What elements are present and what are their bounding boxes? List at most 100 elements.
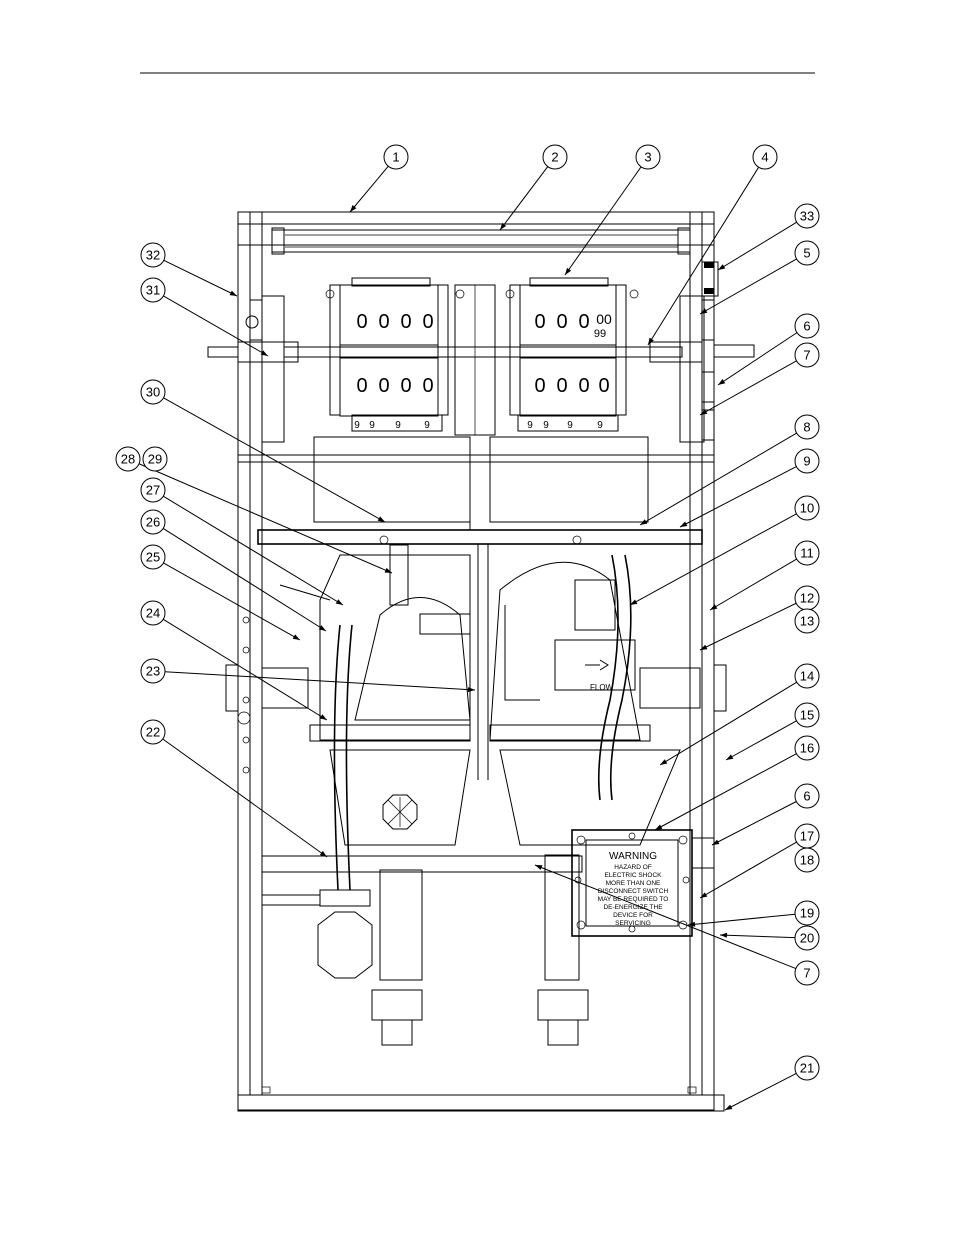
left-meter (309, 544, 471, 846)
digit: 0 (578, 311, 589, 333)
callout-number: 11 (800, 546, 814, 561)
leader-line (162, 738, 328, 858)
callout-number: 26 (146, 515, 160, 530)
digit: 0 (378, 311, 389, 333)
callout-circle (794, 240, 820, 266)
callout-number: 32 (146, 248, 160, 263)
leader-line (679, 466, 797, 528)
callout-circle (794, 925, 820, 951)
left-bracket (207, 295, 299, 443)
pipes (333, 544, 632, 891)
arrowhead (712, 839, 720, 845)
arrowhead (319, 714, 327, 720)
callout-number: 25 (146, 550, 160, 565)
leader-line (138, 463, 393, 574)
warning-line: DEVICE FOR (613, 912, 653, 919)
digit: 0 (422, 311, 433, 333)
callout-number: 14 (800, 669, 814, 684)
callout-number: 5 (803, 246, 810, 261)
digit: 9 (597, 420, 603, 431)
callout-number: 1 (392, 150, 399, 165)
arrowhead (700, 892, 708, 898)
leader-line (709, 558, 797, 611)
callout-number: 6 (803, 789, 810, 804)
arrowhead (630, 599, 638, 605)
callout-number: 29 (148, 452, 162, 467)
callout-circle (794, 960, 820, 986)
callout-number: 15 (800, 708, 814, 723)
warning-line: DISCONNECT SWITCH (598, 888, 669, 895)
arrowhead (335, 599, 343, 605)
callout-number: 7 (803, 966, 810, 981)
leader-line (163, 495, 344, 606)
digit: 0 (400, 311, 411, 333)
arrowhead (384, 567, 392, 573)
arrowhead (535, 865, 543, 870)
arrowhead (292, 634, 300, 640)
arrowhead (726, 754, 734, 760)
leader-line (687, 913, 796, 926)
leader-line (163, 397, 386, 523)
callout-circle (794, 414, 820, 440)
callout-number: 18 (800, 853, 814, 868)
arrowhead (648, 337, 654, 345)
callout-circle (140, 477, 166, 503)
digit: 9 (369, 420, 375, 431)
callout-number: 6 (803, 319, 810, 334)
leader-lines (138, 165, 798, 1111)
callout-circle (794, 847, 820, 873)
warning-heading: WARNING (609, 851, 657, 862)
digit: 9 (354, 420, 360, 431)
callout-number: 27 (146, 483, 160, 498)
leader-line (629, 513, 797, 606)
digit: 0 (534, 375, 545, 397)
arrowhead (680, 521, 688, 527)
callout-number: 13 (800, 614, 814, 629)
arrowhead (565, 267, 572, 275)
arrowhead (229, 290, 237, 296)
warning-line: MAY BE REQUIRED TO (598, 896, 669, 903)
callout-number: 30 (146, 385, 160, 400)
digit: 0 (556, 375, 567, 397)
light-tube (271, 227, 691, 255)
callout-number: 4 (761, 150, 768, 165)
arrowhead (319, 850, 327, 857)
leader-line (699, 602, 797, 651)
callout-circle (142, 446, 168, 472)
arrowhead (725, 1104, 733, 1110)
callout-circle (794, 702, 820, 728)
leader-line (711, 801, 797, 846)
callout-circle (542, 144, 568, 170)
leader-line (725, 720, 797, 761)
callout-circle (794, 735, 820, 761)
leader-line (163, 259, 238, 297)
callout-number: 23 (146, 664, 160, 679)
callout-circle (383, 144, 409, 170)
leader-line (564, 166, 642, 276)
callout-number: 33 (800, 209, 814, 224)
leader-line (163, 295, 269, 357)
arrowhead (718, 379, 726, 385)
callout-number: 9 (803, 454, 810, 469)
digit: 9 (527, 420, 533, 431)
left-register (325, 277, 496, 436)
digit: 99 (594, 328, 606, 340)
callout-number: 16 (800, 741, 814, 756)
callout-circle (794, 1055, 820, 1081)
callout-circle (794, 663, 820, 689)
leader-line (659, 681, 797, 766)
callout-circle (140, 379, 166, 405)
callout-number: 7 (803, 348, 810, 363)
callout-circle (140, 544, 166, 570)
arrowhead (260, 350, 268, 356)
digit: 00 (596, 311, 612, 327)
digit: 0 (356, 311, 367, 333)
arrowhead (700, 308, 708, 314)
arrowhead (700, 644, 708, 650)
leader-line (699, 360, 797, 416)
leader-line (163, 562, 301, 641)
callout-circle (794, 342, 820, 368)
leader-line (647, 166, 760, 346)
arrowhead (720, 932, 728, 938)
arrowhead (718, 264, 726, 270)
